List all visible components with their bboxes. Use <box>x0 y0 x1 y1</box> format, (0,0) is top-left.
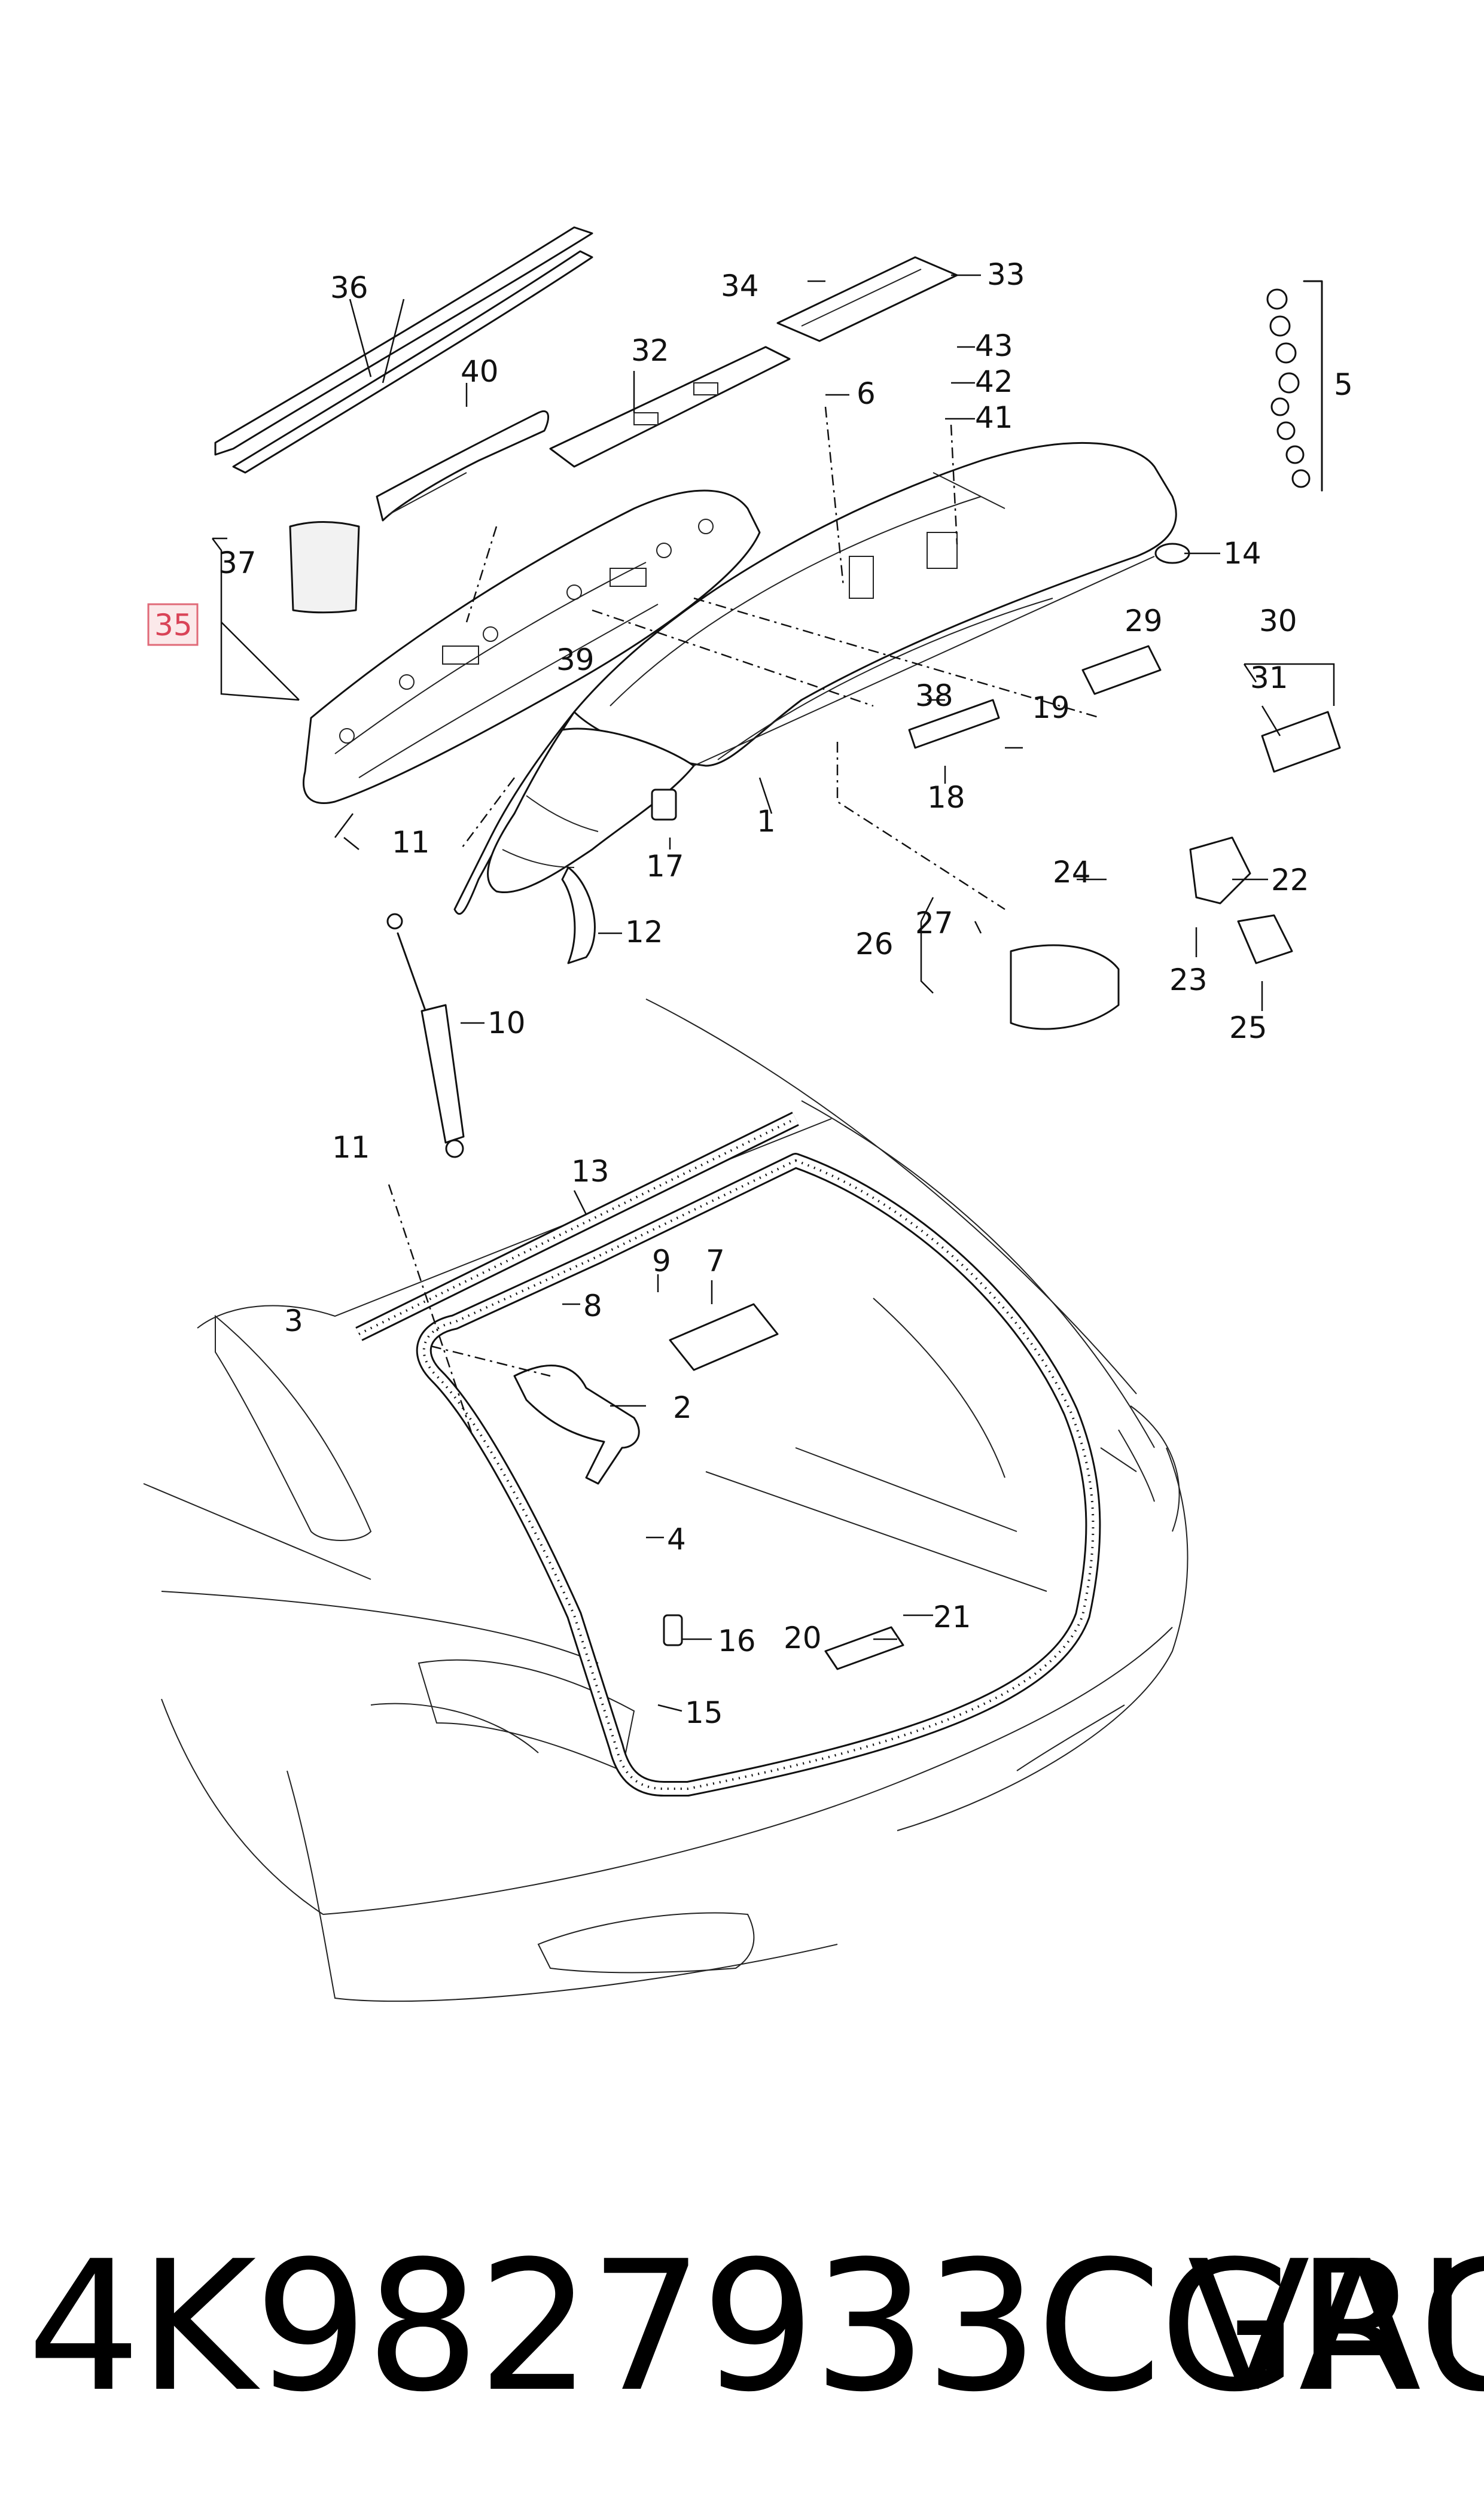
highlight-box-35 <box>147 603 199 646</box>
callout-31: 31 <box>1250 660 1288 695</box>
callout-25: 25 <box>1229 1010 1267 1045</box>
callout-6: 6 <box>857 376 876 411</box>
trunk-seal <box>416 1153 1101 1797</box>
callout-7: 7 <box>706 1244 725 1278</box>
callout-8: 8 <box>583 1289 602 1323</box>
callout-42: 42 <box>975 364 1013 399</box>
callout-10: 10 <box>487 1006 526 1040</box>
callout-34: 34 <box>721 269 759 303</box>
callout-39: 39 <box>556 643 595 677</box>
lock-mechanism <box>1010 836 1293 1030</box>
gas-strut <box>386 913 465 1158</box>
drive-unit <box>669 1303 779 1371</box>
callout-38: 38 <box>915 678 953 713</box>
callout-27: 27 <box>915 906 953 940</box>
callout-17: 17 <box>646 849 684 884</box>
small-parts <box>561 543 1341 1670</box>
callout-30: 30 <box>1259 604 1297 638</box>
assembly-lines <box>388 406 1101 1436</box>
callout-4: 4 <box>667 1522 686 1557</box>
brand-label: VAG <box>1187 2222 1484 2431</box>
callout-11-upper: 11 <box>392 825 430 860</box>
callout-43: 43 <box>975 328 1013 363</box>
tailgate-trim-panel <box>302 489 761 805</box>
roof-edge-seal <box>355 1112 799 1341</box>
panel-32 <box>549 346 791 468</box>
callout-16: 16 <box>718 1624 756 1658</box>
callout-36: 36 <box>330 270 368 305</box>
tailgate-panel <box>453 442 1177 915</box>
callout-37: 37 <box>218 546 257 580</box>
callout-40: 40 <box>461 354 499 389</box>
car-body-outline <box>143 998 1189 2002</box>
callout-1: 1 <box>757 804 776 839</box>
callout-2: 2 <box>673 1390 692 1425</box>
callout-32: 32 <box>631 333 669 368</box>
callout-9: 9 <box>652 1244 671 1278</box>
callout-3: 3 <box>284 1304 303 1338</box>
callout-11-lower: 11 <box>332 1130 370 1165</box>
callout-15: 15 <box>685 1695 723 1730</box>
callout-26: 26 <box>855 927 894 961</box>
callout-14: 14 <box>1223 536 1261 571</box>
callout-13: 13 <box>571 1154 610 1189</box>
part-number-label: 4K9827933CGRU <box>27 2222 1484 2431</box>
hinge-assembly <box>513 1365 640 1485</box>
spoiler-cover <box>376 410 550 522</box>
callout-29: 29 <box>1125 604 1163 638</box>
callout-labels: 35 36 40 32 34 33 43 6 42 41 5 37 14 29 … <box>147 257 1353 1730</box>
parts-bag <box>289 521 360 614</box>
callout-22: 22 <box>1271 863 1309 897</box>
cover-plate-33 <box>776 256 958 342</box>
screw-set <box>1266 280 1323 492</box>
callout-12: 12 <box>625 915 663 949</box>
callout-19: 19 <box>1032 690 1070 725</box>
roof-trim-strips <box>214 226 593 474</box>
callout-33: 33 <box>987 257 1025 292</box>
callout-24: 24 <box>1053 855 1091 890</box>
callout-35: 35 <box>154 608 193 643</box>
callout-5: 5 <box>1334 367 1353 402</box>
callout-18: 18 <box>927 780 965 815</box>
callout-20: 20 <box>784 1621 822 1655</box>
callout-41: 41 <box>975 400 1013 435</box>
leader-lines <box>212 274 1335 1712</box>
callout-21: 21 <box>933 1600 971 1634</box>
callout-23: 23 <box>1169 963 1208 997</box>
